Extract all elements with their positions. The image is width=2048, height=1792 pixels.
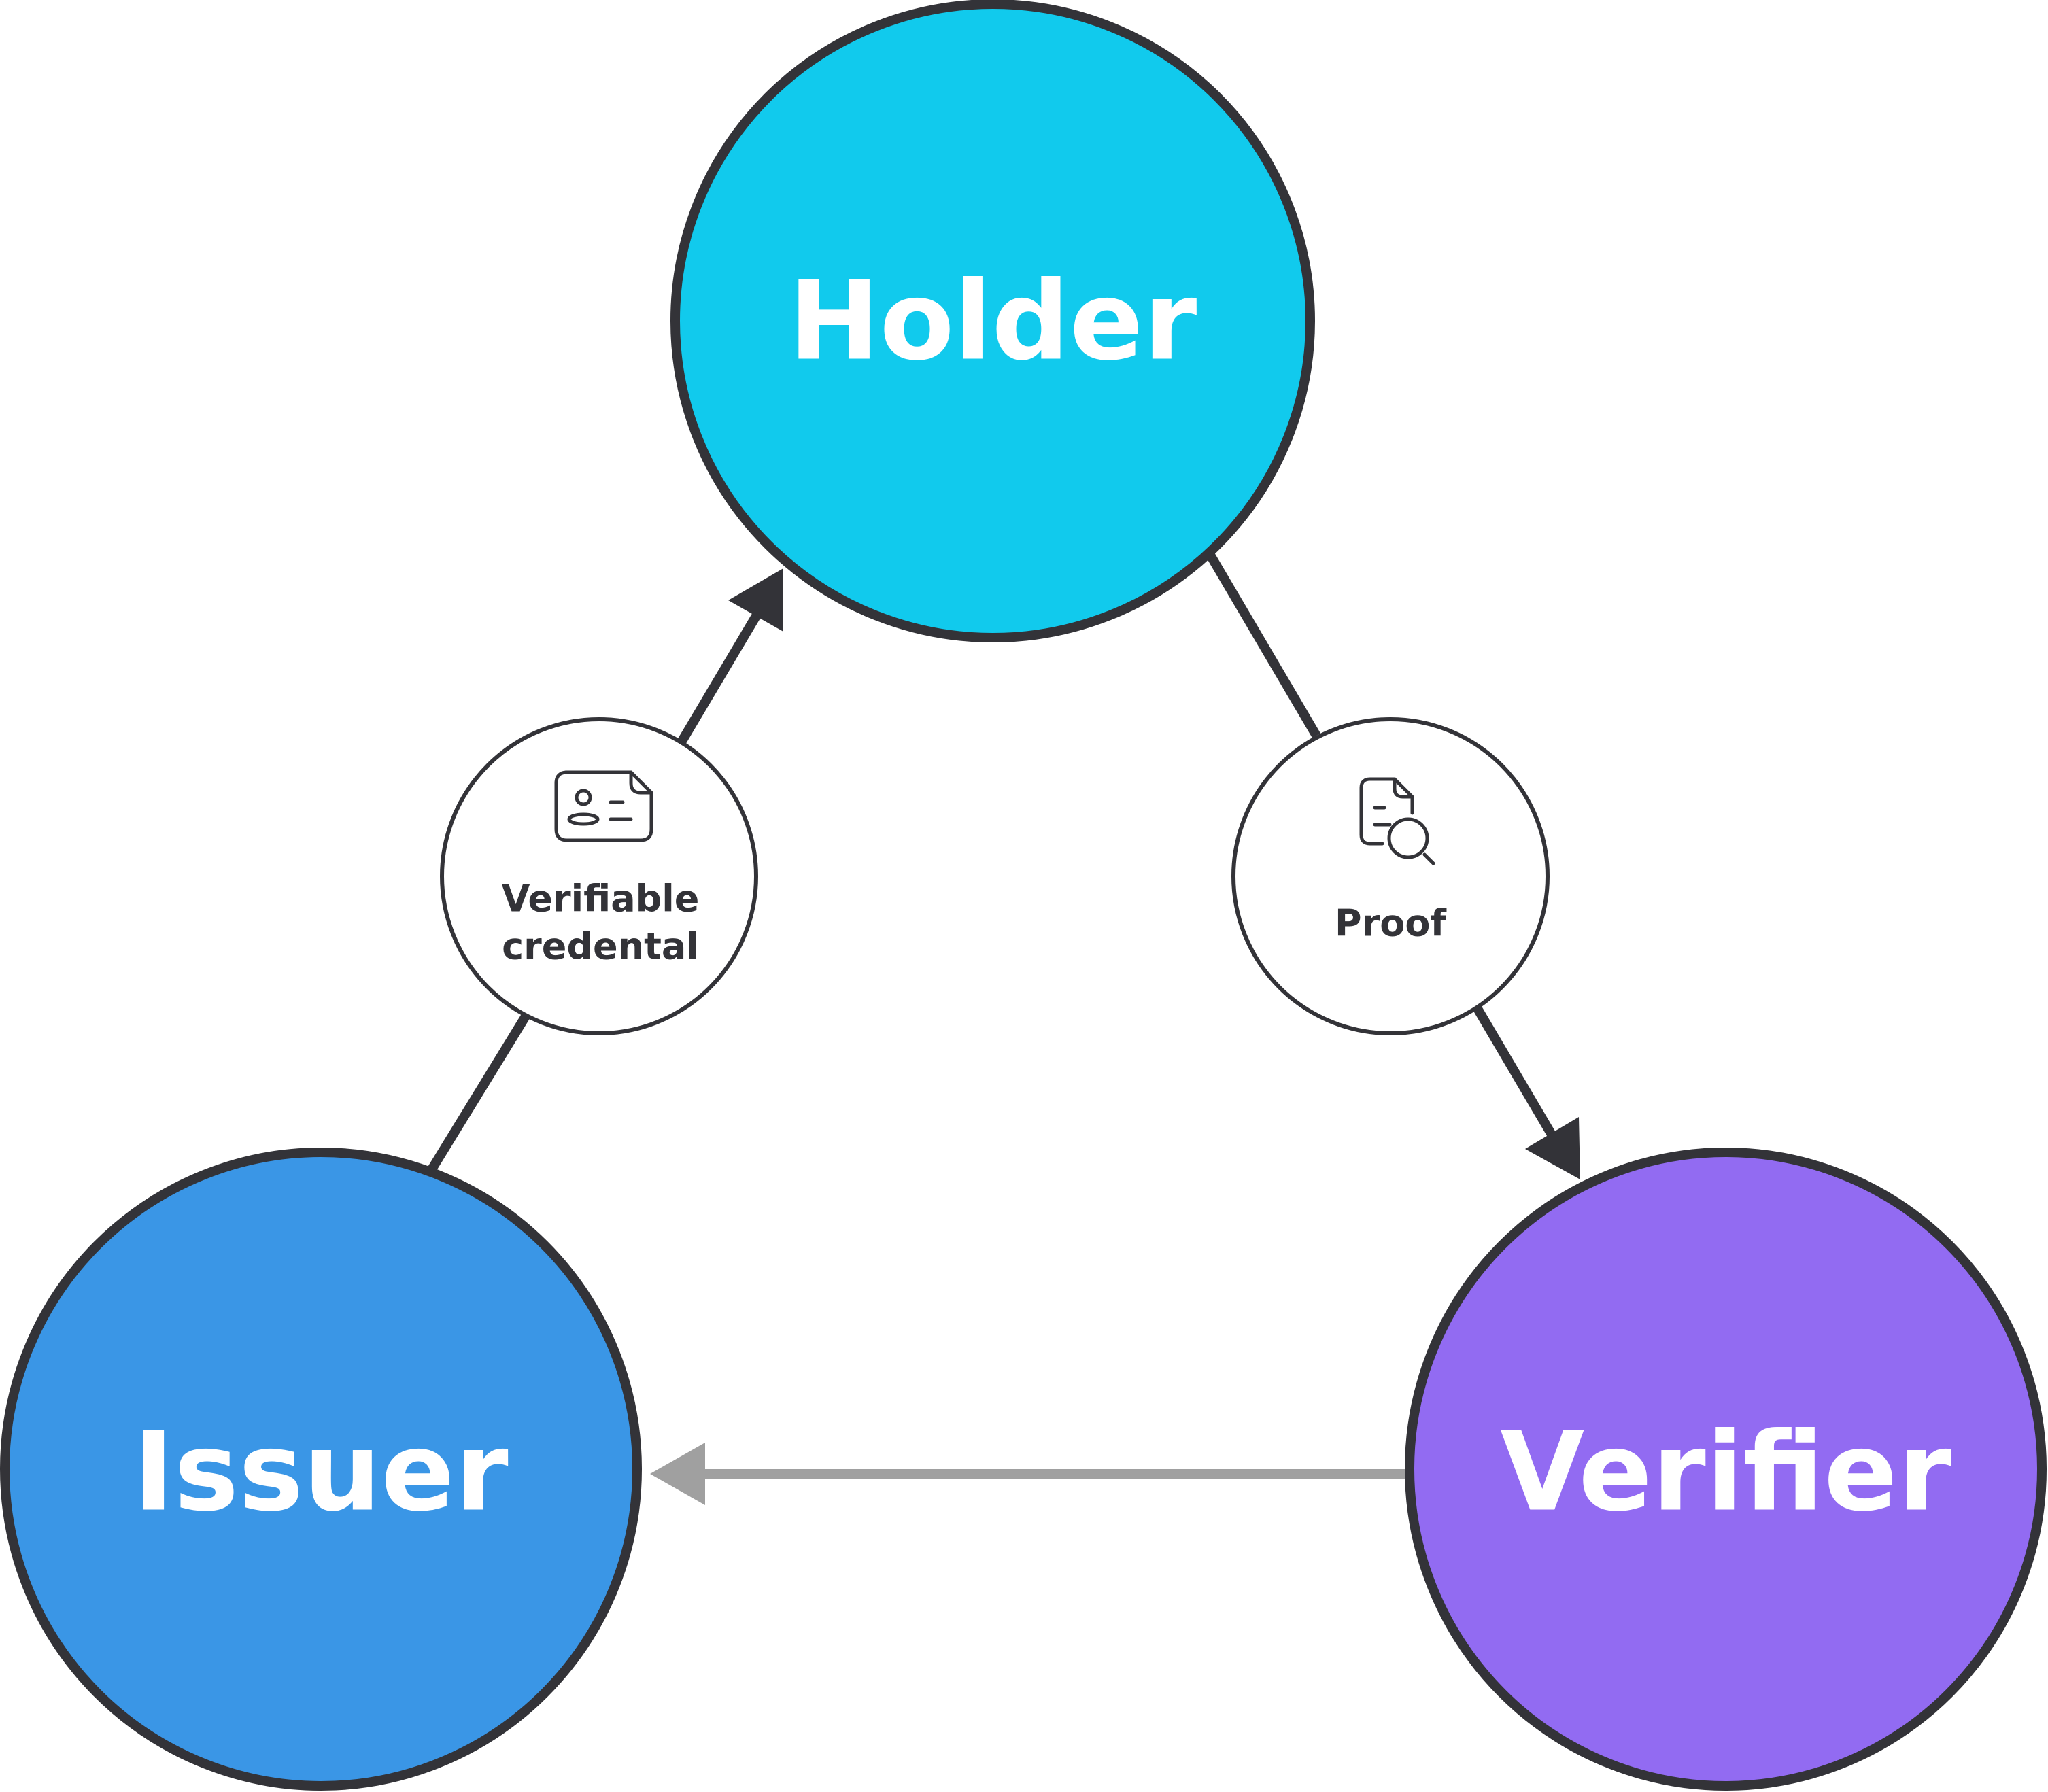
issuer-label: Issuer — [133, 1409, 508, 1536]
proof-label: Proof — [1335, 902, 1446, 945]
issuer-circle — [0, 1148, 642, 1791]
verifier-circle — [1405, 1148, 2047, 1791]
holder-label: Holder — [789, 258, 1197, 385]
holder-circle — [670, 0, 1315, 642]
connector-holder-to-proof — [1204, 550, 1321, 738]
arrowhead-to-issuer — [650, 1443, 705, 1505]
verifier-label: Verifier — [1500, 1409, 1951, 1536]
id-card-icon — [554, 770, 653, 842]
proof-node: Proof — [1231, 717, 1550, 1035]
arrowhead-to-verifier — [1525, 1117, 1580, 1179]
document-search-icon — [1359, 777, 1435, 865]
credential-node: Verifiable credental — [440, 717, 758, 1035]
proof-circle — [1231, 717, 1550, 1035]
arrow-credential-to-holder — [677, 606, 765, 744]
arrow-proof-to-verifier — [1472, 1005, 1563, 1149]
credential-circle — [440, 717, 758, 1035]
connector-issuer-to-credential — [428, 1010, 532, 1172]
issuer-node: Issuer — [0, 1148, 642, 1791]
arrowhead-to-holder — [728, 568, 783, 632]
holder-node: Holder — [670, 0, 1315, 642]
credential-label-line1: Verifiable — [502, 878, 700, 920]
credential-label-line2: credental — [502, 925, 699, 968]
verifier-node: Verifier — [1405, 1148, 2047, 1791]
